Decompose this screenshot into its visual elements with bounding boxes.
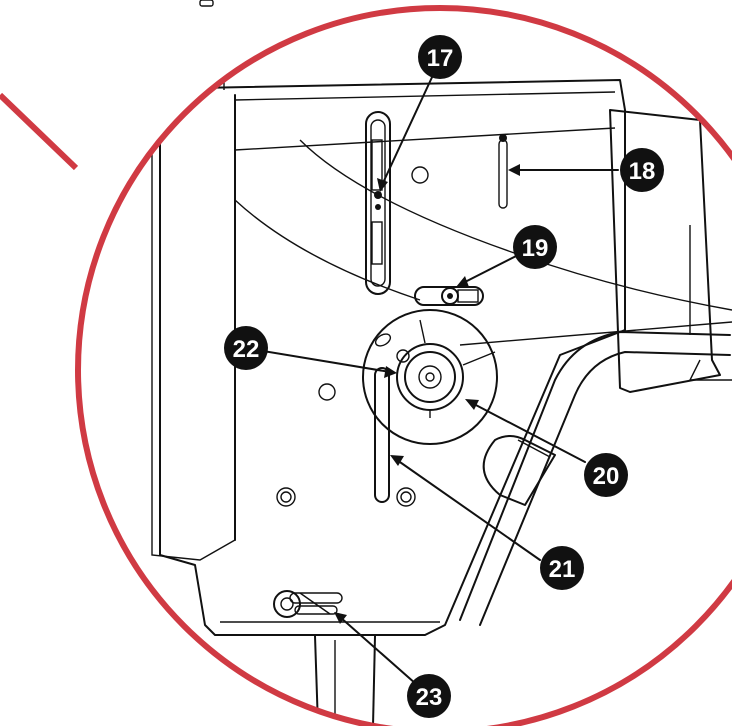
part-17-adjuster-slot bbox=[365, 111, 391, 295]
callout-17-label: 17 bbox=[427, 45, 454, 72]
callout-19: 19 bbox=[513, 225, 557, 269]
part-23-bottom-latch bbox=[273, 590, 343, 618]
callout-23-label: 23 bbox=[416, 684, 443, 711]
callout-21-label: 21 bbox=[549, 556, 576, 583]
callout-23: 23 bbox=[407, 674, 451, 718]
leader-lines bbox=[244, 59, 619, 685]
callout-21: 21 bbox=[540, 546, 584, 590]
part-20-knob-plate bbox=[362, 309, 498, 445]
callout-22-label: 22 bbox=[233, 336, 260, 363]
callout-22: 22 bbox=[224, 326, 268, 370]
magnifier-ring bbox=[75, 5, 732, 726]
callout-19-label: 19 bbox=[522, 235, 549, 262]
callout-20: 20 bbox=[584, 453, 628, 497]
mounting-bolt-right bbox=[396, 487, 416, 507]
magnifier-leader-line bbox=[0, 92, 79, 171]
part-22-small-pin bbox=[374, 333, 410, 363]
frame-tube bbox=[459, 331, 731, 621]
mounting-hole bbox=[318, 383, 336, 401]
rear-housing bbox=[609, 109, 721, 393]
callout-18-label: 18 bbox=[629, 158, 656, 185]
part-19-latch bbox=[414, 286, 484, 306]
part-21-lever-rod bbox=[374, 367, 390, 503]
main-housing-outline bbox=[159, 79, 626, 636]
callout-18: 18 bbox=[620, 148, 664, 192]
magnified-view bbox=[151, 40, 732, 726]
part-18-pin bbox=[498, 134, 508, 209]
mounting-hole bbox=[411, 166, 429, 184]
handle-slot bbox=[482, 435, 556, 506]
callout-17: 17 bbox=[418, 35, 462, 79]
callout-20-label: 20 bbox=[593, 463, 620, 490]
outside-fragment bbox=[199, 0, 214, 7]
mounting-bolt-left bbox=[276, 487, 296, 507]
